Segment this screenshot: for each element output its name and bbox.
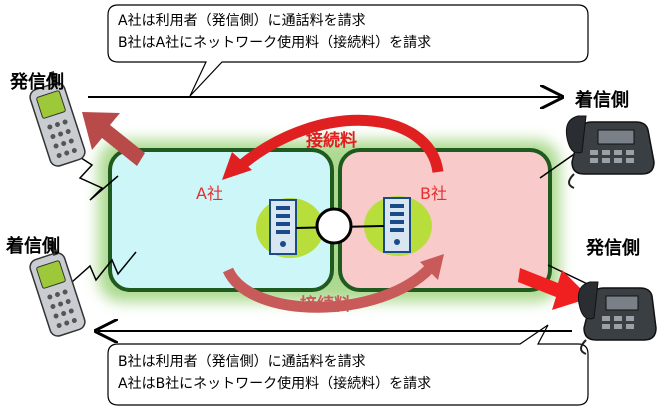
radio-link-top [71, 151, 119, 201]
mobile-phone-icon [29, 241, 86, 337]
fee-arrow-top [234, 114, 444, 174]
callout-bottom-shape [107, 324, 589, 406]
role-label-top-right: 着信側 [575, 90, 629, 111]
server-icon [269, 199, 297, 255]
mobile-phone-icon [29, 71, 86, 167]
server-icon [383, 197, 411, 253]
company-b-label: B社 [420, 184, 447, 203]
fee-label-bottom: 接続料 [300, 295, 351, 315]
callout-top-line2: B社はA社にネットワーク使用料（接続料）を請求 [118, 35, 432, 51]
callout-bottom-line2: A社はB社にネットワーク使用料（接続料）を請求 [118, 376, 432, 392]
role-label-bottom-right: 発信側 [586, 238, 640, 259]
desk-phone-icon [565, 115, 655, 189]
interconnection-point [315, 207, 353, 245]
company-a-label: A社 [196, 184, 223, 203]
callout-bottom-line1: B社は利用者（発信側）に通話料を請求 [118, 354, 366, 370]
fee-label-top: 接続料 [306, 131, 357, 151]
role-label-top-left: 発信側 [10, 72, 64, 93]
arrow-to-top-left-user [82, 112, 145, 166]
radio-link-bottom [71, 251, 137, 283]
callout-bottom: B社は利用者（発信側）に通話料を請求 A社はB社にネットワーク使用料（接続料）を… [118, 351, 431, 395]
fee-arrow-bottom [222, 264, 434, 313]
arrow-to-bottom-right-user [518, 268, 590, 310]
callout-top-line1: A社は利用者（発信側）に通話料を請求 [118, 13, 366, 29]
callout-top: A社は利用者（発信側）に通話料を請求 B社はA社にネットワーク使用料（接続料）を… [118, 10, 431, 54]
role-label-bottom-left: 着信側 [6, 236, 60, 257]
desk-phone-icon [577, 281, 657, 355]
callout-top-shape [107, 4, 589, 97]
